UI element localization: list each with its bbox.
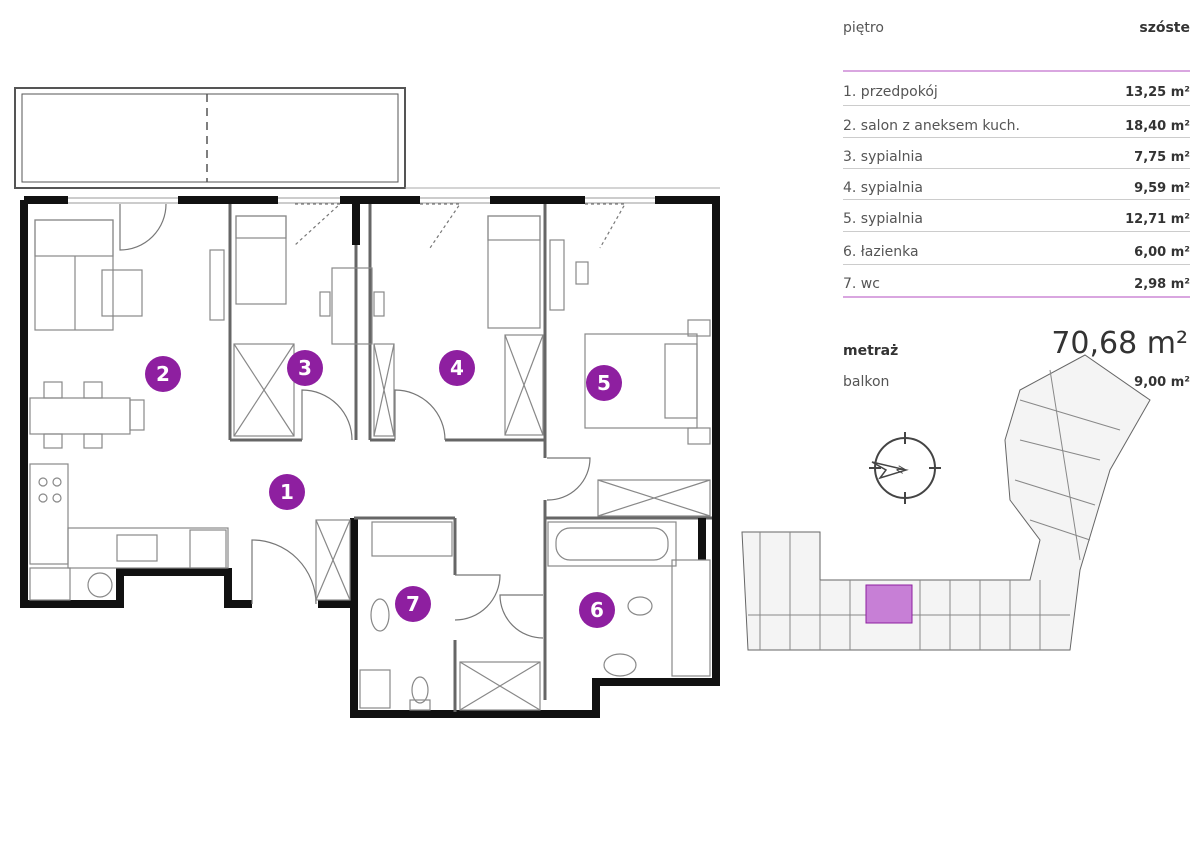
room-marker-5: 5 — [586, 365, 622, 401]
room-row: 2. salon z aneksem kuch. 18,40 m² — [843, 112, 1190, 134]
balcony — [14, 87, 720, 189]
site-key-plan — [741, 354, 1151, 651]
interior-walls — [228, 204, 712, 712]
room-row: 4. sypialnia 9,59 m² — [843, 174, 1190, 196]
room-marker-7: 7 — [395, 586, 431, 622]
room-row: 1. przedpokój 13,25 m² — [843, 78, 1190, 100]
room-name: 2. salon z aneksem kuch. — [843, 118, 1020, 134]
room-name: 4. sypialnia — [843, 180, 923, 196]
room-area: 6,00 m² — [1134, 245, 1190, 260]
balcony-area: 9,00 m² — [1134, 375, 1190, 390]
floor-value: szóste — [1139, 20, 1190, 36]
svg-text:5: 5 — [597, 371, 611, 395]
room-name: 5. sypialnia — [843, 211, 923, 227]
room-area: 7,75 m² — [1134, 150, 1190, 165]
floor-row: piętro szóste — [843, 20, 1190, 36]
room-name: 1. przedpokój — [843, 84, 938, 100]
furniture — [29, 215, 711, 711]
divider — [843, 296, 1190, 298]
exterior-walls — [20, 196, 720, 718]
room-row: 3. sypialnia 7,75 m² — [843, 143, 1190, 165]
floor-label: piętro — [843, 20, 884, 36]
room-area: 13,25 m² — [1125, 85, 1190, 100]
room-marker-6: 6 — [579, 592, 615, 628]
room-name: 6. łazienka — [843, 244, 919, 260]
room-marker-3: 3 — [287, 350, 323, 386]
room-marker-1: 1 — [269, 474, 305, 510]
svg-text:6: 6 — [590, 598, 604, 622]
total-area: 70,68 m² — [1051, 326, 1188, 361]
divider — [843, 70, 1190, 72]
compass-icon: N — [869, 432, 941, 504]
total-label: metraż — [843, 343, 899, 359]
room-area: 12,71 m² — [1125, 212, 1190, 227]
room-name: 3. sypialnia — [843, 149, 923, 165]
room-marker-4: 4 — [439, 350, 475, 386]
room-row: 6. łazienka 6,00 m² — [843, 238, 1190, 260]
room-name: 7. wc — [843, 276, 880, 292]
svg-text:7: 7 — [406, 592, 420, 616]
room-row: 7. wc 2,98 m² — [843, 270, 1190, 292]
room-marker-2: 2 — [145, 356, 181, 392]
room-area: 2,98 m² — [1134, 277, 1190, 292]
room-row: 5. sypialnia 12,71 m² — [843, 205, 1190, 227]
highlighted-apartment — [865, 584, 913, 624]
doors — [119, 203, 627, 639]
svg-text:1: 1 — [280, 480, 294, 504]
svg-text:3: 3 — [298, 356, 312, 380]
balcony-label: balkon — [843, 374, 890, 390]
room-area: 18,40 m² — [1125, 119, 1190, 134]
balcony-row: balkon 9,00 m² — [843, 374, 1190, 390]
room-area: 9,59 m² — [1134, 181, 1190, 196]
svg-text:N: N — [895, 464, 908, 476]
svg-text:2: 2 — [156, 362, 170, 386]
svg-text:4: 4 — [450, 356, 464, 380]
